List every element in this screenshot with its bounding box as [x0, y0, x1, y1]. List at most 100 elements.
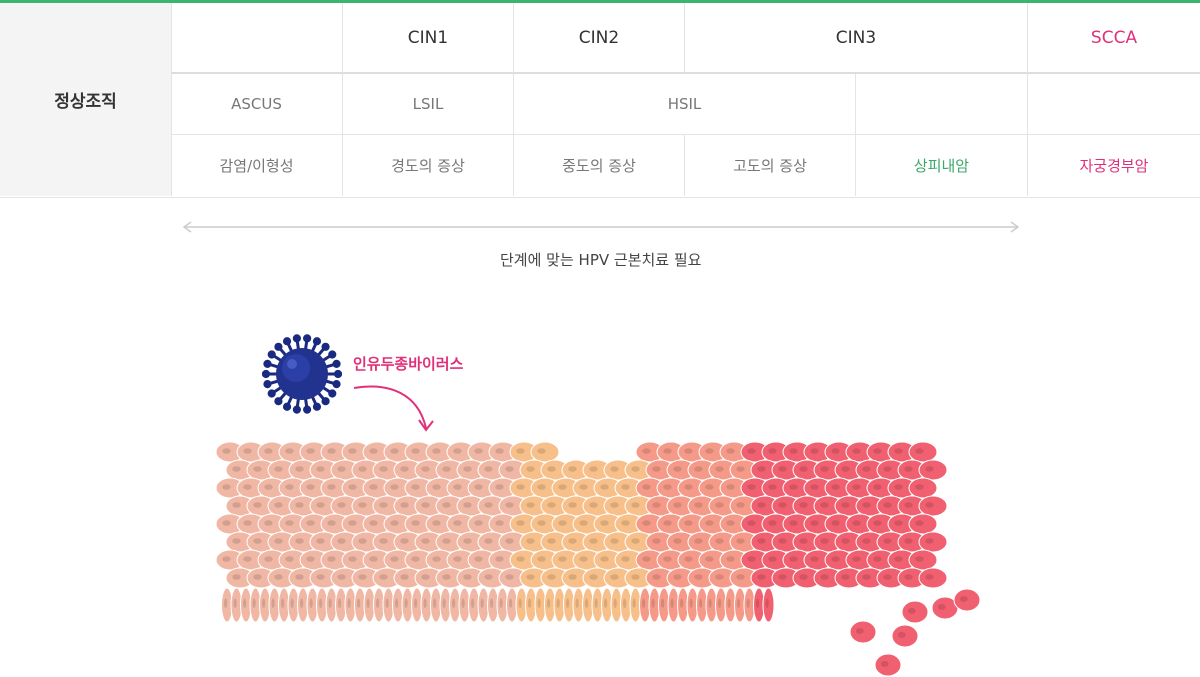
cell-nucleus — [757, 574, 766, 580]
cell-nucleus — [526, 538, 535, 544]
cell-nucleus — [631, 538, 640, 544]
row3-cell-mild: 경도의 증상 — [343, 135, 514, 196]
cell-nucleus — [736, 466, 745, 472]
cell-nucleus — [746, 598, 750, 609]
cell-nucleus — [904, 466, 913, 472]
cell-nucleus — [862, 502, 871, 508]
cell-nucleus — [327, 556, 336, 562]
cell-nucleus — [747, 556, 756, 562]
cell-nucleus — [789, 520, 798, 526]
cell-nucleus — [243, 520, 252, 526]
cell-nucleus — [484, 502, 493, 508]
cell-nucleus — [379, 466, 388, 472]
cell-nucleus — [600, 484, 609, 490]
top-accent-line — [0, 0, 1200, 3]
cell-nucleus — [747, 484, 756, 490]
cell-nucleus — [526, 574, 535, 580]
cell-nucleus — [375, 598, 380, 609]
cell-nucleus — [451, 598, 456, 609]
cell-nucleus — [841, 502, 850, 508]
cell-nucleus — [663, 484, 672, 490]
cell-nucleus — [328, 598, 332, 609]
cell-nucleus — [261, 598, 266, 609]
cell-nucleus — [873, 556, 882, 562]
cell-nucleus — [495, 520, 504, 526]
infection-arrow — [353, 385, 434, 432]
cell-nucleus — [442, 574, 451, 580]
row2-cell-empty-2 — [1028, 74, 1200, 135]
cell-nucleus — [755, 598, 760, 609]
cell-nucleus — [264, 520, 273, 526]
cell-nucleus — [705, 556, 714, 562]
row2-cell-ascus: ASCUS — [171, 74, 343, 135]
cell-nucleus — [610, 466, 619, 472]
cell-nucleus — [660, 598, 665, 609]
cell-nucleus — [652, 574, 661, 580]
cell-nucleus — [799, 538, 808, 544]
cell-nucleus — [778, 502, 787, 508]
cell-nucleus — [698, 598, 703, 609]
cell-nucleus — [600, 520, 609, 526]
cell-nucleus — [799, 466, 808, 472]
cell-nucleus — [299, 598, 304, 609]
cell-nucleus — [670, 598, 674, 609]
cell-nucleus — [558, 556, 567, 562]
row3-cell-infection: 감염/이형성 — [171, 135, 343, 196]
cell-nucleus — [453, 520, 462, 526]
cell-nucleus — [295, 502, 304, 508]
cell-nucleus — [348, 448, 357, 454]
cell-nucleus — [379, 574, 388, 580]
cell-nucleus — [715, 574, 724, 580]
cell-nucleus — [518, 598, 522, 609]
cell-nucleus — [925, 574, 934, 580]
cell-nucleus — [778, 538, 787, 544]
cell-nucleus — [925, 502, 934, 508]
row3-cell-moderate: 중도의 증상 — [514, 135, 685, 196]
cell-nucleus — [232, 502, 241, 508]
tissue-cell — [908, 549, 938, 571]
cell-nucleus — [579, 520, 588, 526]
row2-cell-lsil: LSIL — [343, 74, 514, 135]
cell-nucleus — [411, 520, 420, 526]
cell-nucleus — [404, 598, 408, 609]
row1-cell-cin1: CIN1 — [343, 3, 514, 74]
cell-nucleus — [757, 538, 766, 544]
cell-nucleus — [727, 598, 731, 609]
cell-nucleus — [432, 556, 441, 562]
cell-nucleus — [736, 598, 741, 609]
cell-nucleus — [852, 556, 861, 562]
cell-nucleus — [233, 598, 237, 609]
cell-nucleus — [394, 598, 399, 609]
cell-nucleus — [894, 448, 903, 454]
cell-nucleus — [495, 448, 504, 454]
cell-nucleus — [264, 556, 273, 562]
cell-nucleus — [831, 484, 840, 490]
tissue-cell — [918, 495, 948, 517]
cell-nucleus — [379, 538, 388, 544]
cell-nucleus — [421, 466, 430, 472]
cell-nucleus — [883, 502, 892, 508]
cell-nucleus — [610, 574, 619, 580]
cell-nucleus — [390, 484, 399, 490]
cell-nucleus — [508, 598, 513, 609]
treatment-note-text: 단계에 맞는 HPV 근본치료 필요 — [500, 251, 702, 269]
cell-nucleus — [358, 502, 367, 508]
cell-nucleus — [379, 502, 388, 508]
cell-nucleus — [547, 502, 556, 508]
cell-nucleus — [584, 598, 589, 609]
cell-nucleus — [841, 466, 850, 472]
cell-nucleus — [358, 466, 367, 472]
cell-nucleus — [673, 466, 682, 472]
tissue-cell — [953, 588, 981, 612]
cell-nucleus — [894, 520, 903, 526]
cell-nucleus — [768, 484, 777, 490]
cell-nucleus — [684, 448, 693, 454]
cell-nucleus — [810, 448, 819, 454]
cell-nucleus — [925, 538, 934, 544]
cell-nucleus — [411, 484, 420, 490]
cell-nucleus — [253, 502, 262, 508]
cell-nucleus — [442, 466, 451, 472]
tissue-cell — [908, 441, 938, 463]
cell-nucleus — [765, 598, 769, 609]
cell-nucleus — [356, 598, 361, 609]
